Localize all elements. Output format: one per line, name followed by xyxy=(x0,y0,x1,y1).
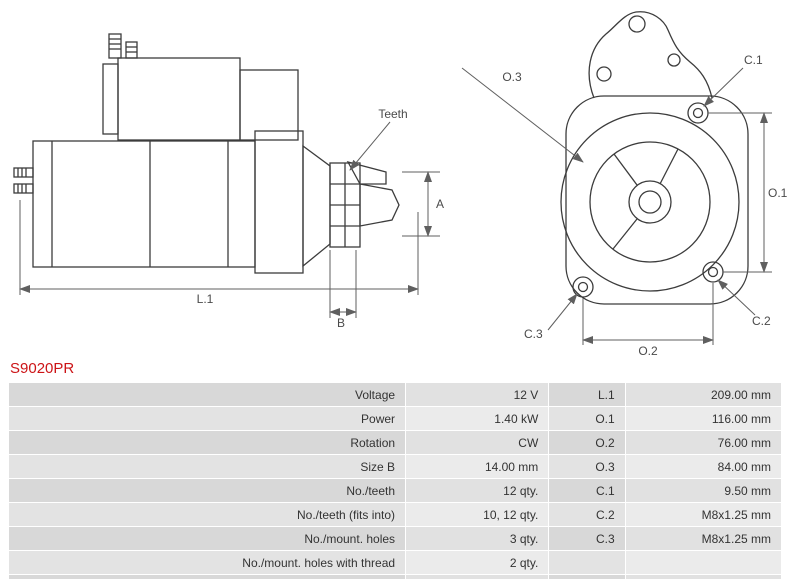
label-teeth: Teeth xyxy=(378,107,407,121)
spec-label-cell: Rotation xyxy=(9,431,406,454)
table-row: Power 1.40 kW O.1 116.00 mm xyxy=(9,407,781,430)
label-c2: C.2 xyxy=(752,314,771,328)
spec-value-cell: 3 qty. xyxy=(406,527,549,550)
spec-value-cell: 12 qty. xyxy=(406,479,549,502)
label-c3: C.3 xyxy=(524,327,543,341)
spec-value-cell: 76.00 mm xyxy=(625,431,781,454)
spec-label-cell: C.2 xyxy=(549,503,625,526)
spec-value-cell xyxy=(406,575,549,579)
spec-value-cell: 2 qty. xyxy=(406,551,549,574)
technical-drawing: Teeth A L.1 B O.3 C.1 O.1 C.2 C.3 O.2 xyxy=(13,11,788,358)
label-b: B xyxy=(337,316,345,330)
spec-value-cell: 1.40 kW xyxy=(406,407,549,430)
label-o3: O.3 xyxy=(502,70,522,84)
spec-label-cell: L.1 xyxy=(549,383,625,406)
spec-label-cell: Power xyxy=(9,407,406,430)
spec-value-cell: M8x1.25 mm xyxy=(625,527,781,550)
spec-label-cell: O.3 xyxy=(549,455,625,478)
label-l1: L.1 xyxy=(197,292,214,306)
spec-label-cell: O.2 xyxy=(549,431,625,454)
dimension-lines xyxy=(19,67,772,345)
spec-label-cell: No./teeth (fits into) xyxy=(9,503,406,526)
spec-label-cell xyxy=(549,551,625,574)
spec-value-cell: M8x1.25 mm xyxy=(625,503,781,526)
label-o2: O.2 xyxy=(638,344,658,358)
spec-value-cell: 14.00 mm xyxy=(406,455,549,478)
table-row: No./mount. holes with thread 2 qty. xyxy=(9,551,781,574)
table-row: Rotation CW O.2 76.00 mm xyxy=(9,431,781,454)
spec-value-cell: CW xyxy=(406,431,549,454)
spec-label-cell: No./mount. holes xyxy=(9,527,406,550)
starter-front-view xyxy=(560,11,749,305)
spec-label-cell: O.1 xyxy=(549,407,625,430)
table-row: No./teeth (fits into) 10, 12 qty. C.2 M8… xyxy=(9,503,781,526)
table-row: No./mount. holes 3 qty. C.3 M8x1.25 mm xyxy=(9,527,781,550)
spec-label-cell xyxy=(549,575,625,579)
spec-value-cell: 84.00 mm xyxy=(625,455,781,478)
dimension-labels: Teeth A L.1 B O.3 C.1 O.1 C.2 C.3 O.2 xyxy=(197,53,788,358)
label-c1: C.1 xyxy=(744,53,763,67)
spec-table: Voltage 12 V L.1 209.00 mm Power 1.40 kW… xyxy=(8,382,782,579)
label-o1: O.1 xyxy=(768,186,788,200)
table-row: No./teeth 12 qty. C.1 9.50 mm xyxy=(9,479,781,502)
table-row: Size B 14.00 mm O.3 84.00 mm xyxy=(9,455,781,478)
spec-value-cell xyxy=(625,575,781,579)
spec-value-cell: 10, 12 qty. xyxy=(406,503,549,526)
spec-label-cell: Size B xyxy=(9,455,406,478)
table-row: Voltage 12 V L.1 209.00 mm xyxy=(9,383,781,406)
label-a: A xyxy=(436,197,444,211)
spec-value-cell: 9.50 mm xyxy=(625,479,781,502)
spec-label-cell: C.1 xyxy=(549,479,625,502)
spec-value-cell: 116.00 mm xyxy=(625,407,781,430)
starter-side-view xyxy=(13,33,400,274)
spec-label-cell xyxy=(9,575,406,579)
spec-label-cell: C.3 xyxy=(549,527,625,550)
spec-value-cell xyxy=(625,551,781,574)
spec-value-cell: 209.00 mm xyxy=(625,383,781,406)
part-number: S9020PR xyxy=(10,360,75,377)
spec-label-cell: No./teeth xyxy=(9,479,406,502)
spec-label-cell: No./mount. holes with thread xyxy=(9,551,406,574)
spec-label-cell: Voltage xyxy=(9,383,406,406)
table-row xyxy=(9,575,781,579)
spec-value-cell: 12 V xyxy=(406,383,549,406)
